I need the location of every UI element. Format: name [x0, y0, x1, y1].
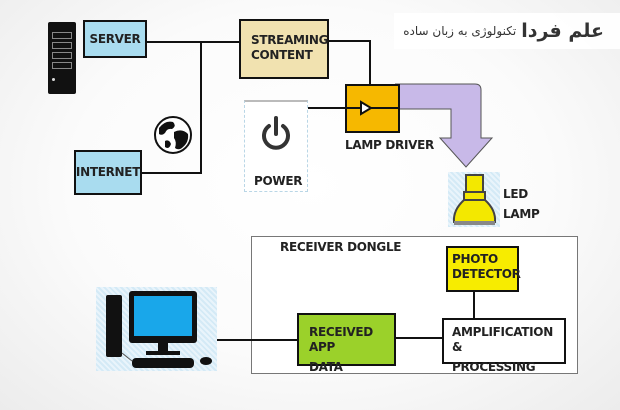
brand-tagline: تکنولوژی به زبان ساده: [403, 24, 517, 38]
server-to-streaming-line: [147, 41, 239, 43]
streaming-down-line: [369, 40, 371, 108]
desktop-computer-icon: [96, 287, 217, 371]
amplifier-triangle-icon: [360, 100, 373, 116]
streaming-label-line1: STREAMING: [251, 33, 329, 47]
led-lamp-icon: [448, 172, 500, 227]
data-to-amp-line: [396, 337, 442, 339]
internet-label: INTERNET: [75, 165, 141, 179]
led-lamp-line2: LAMP: [503, 207, 540, 221]
streaming-label-line2: CONTENT: [251, 48, 313, 62]
lamp-driver-label: LAMP DRIVER: [345, 138, 434, 152]
power-to-driver-line: [308, 107, 380, 109]
internet-to-trunk-line: [141, 172, 202, 174]
internet-trunk-line: [200, 41, 202, 174]
internet-box: INTERNET: [74, 150, 142, 195]
led-lamp-label: LED LAMP: [503, 184, 540, 224]
server-box: SERVER: [83, 20, 147, 58]
amplification-line2: PROCESSING: [452, 360, 536, 374]
streaming-content-box: STREAMING CONTENT: [239, 19, 329, 79]
brand-name: علم فردا: [521, 20, 604, 42]
computer-to-data-line: [209, 339, 297, 341]
received-data-line2: DATA: [309, 360, 343, 374]
server-label: SERVER: [89, 31, 141, 46]
signal-arrow: [395, 83, 494, 168]
amplification-processing-box: AMPLIFICATION & PROCESSING: [442, 318, 566, 374]
received-data-line1: RECEIVED APP: [309, 325, 373, 354]
photo-detector-box: PHOTO DETECTOR: [446, 246, 521, 292]
detector-to-amp-line: [473, 292, 475, 318]
brand-banner: علم فردا تکنولوژی به زبان ساده: [394, 13, 620, 49]
power-label: POWER: [254, 174, 303, 188]
server-tower-icon: [48, 22, 76, 94]
led-lamp-line1: LED: [503, 187, 528, 201]
photo-detector-line2: DETECTOR: [452, 267, 521, 281]
amplification-line1: AMPLIFICATION &: [452, 325, 553, 354]
globe-icon: [154, 116, 192, 154]
power-icon: [262, 116, 290, 150]
streaming-to-driver-line: [329, 40, 371, 42]
photo-detector-line1: PHOTO: [452, 252, 498, 266]
received-app-data-box: RECEIVED APP DATA: [297, 313, 396, 374]
receiver-dongle-label: RECEIVER DONGLE: [280, 240, 402, 254]
power-box: POWER: [244, 100, 308, 192]
